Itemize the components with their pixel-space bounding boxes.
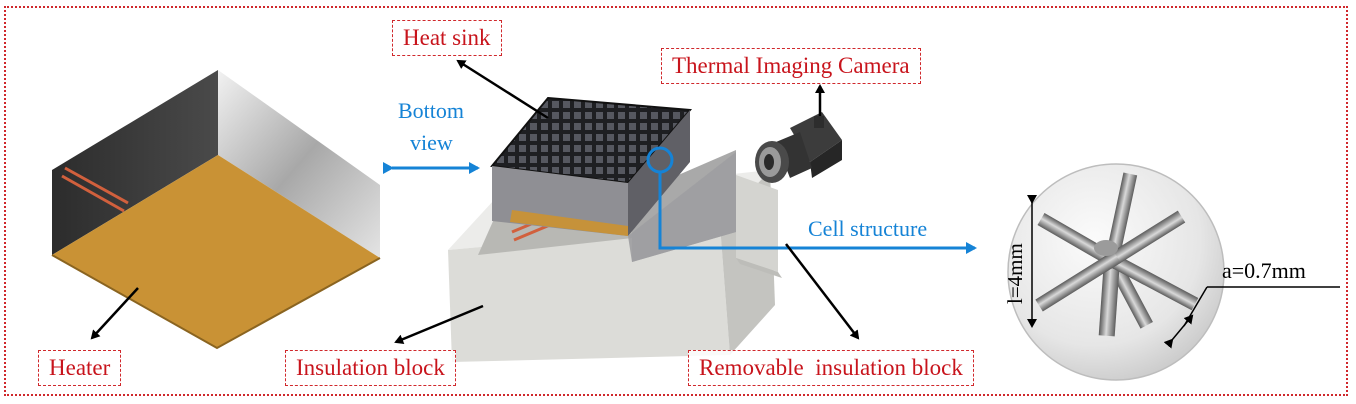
heat-sink-label: Heat sink	[392, 20, 502, 56]
width-dimension-line	[1163, 314, 1194, 349]
insulation-block-label: Insulation block	[285, 350, 456, 386]
heater-dark-face	[52, 70, 218, 255]
bottom-view-annotation-line1: Bottom	[398, 98, 465, 123]
cell-structure-arrow	[658, 172, 977, 254]
thermal-camera-label: Thermal Imaging Camera	[661, 48, 921, 84]
cell-structure-annotation: Cell structure	[808, 216, 928, 241]
heater-label: Heater	[38, 350, 122, 386]
strut-width-annotation: a=0.7mm	[1222, 258, 1306, 283]
removable-insulation-block-label: Removable insulation block	[688, 350, 974, 386]
thermal-camera-model	[755, 112, 842, 183]
figure-border	[4, 6, 1348, 396]
heater-copper-face	[52, 155, 380, 348]
bottom-view-annotation-line2: view	[410, 130, 453, 155]
length-annotation: l=4mm	[1003, 243, 1027, 304]
heater-assembly	[51, 70, 381, 350]
heat-sink-top-lattice	[492, 98, 690, 183]
heater-metal-face	[218, 70, 380, 258]
unit-cell-sphere: l=4mm	[1003, 163, 1340, 381]
